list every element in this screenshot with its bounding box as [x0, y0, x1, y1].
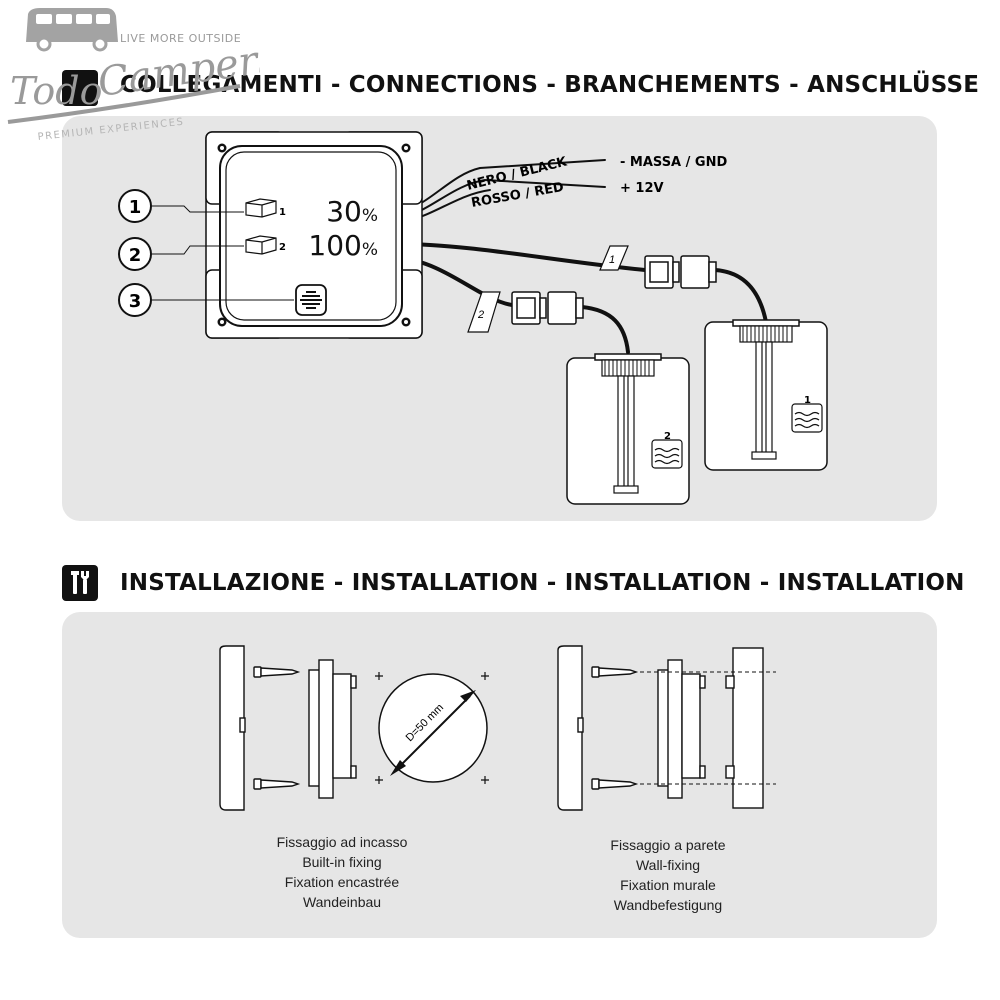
builtin-caption-it: Fissaggio ad incasso — [276, 834, 408, 850]
display-tank-2-label: 2 — [279, 242, 286, 253]
plug-icon — [62, 70, 98, 106]
cable-tag-2-label: 2 — [477, 309, 484, 321]
builtin-drawing — [219, 645, 357, 811]
menu-lines-icon — [300, 291, 322, 309]
tank-2-level: 100% — [308, 229, 378, 262]
wall-caption-en: Wall-fixing — [635, 857, 701, 873]
wall-screw-top — [591, 666, 639, 678]
connections-heading: COLLEGAMENTI - CONNECTIONS - BRANCHEMENT… — [120, 72, 980, 98]
connector-pair-1 — [644, 255, 717, 289]
callout-leaders — [152, 205, 294, 301]
tank-1-water-icon — [791, 403, 823, 433]
wall-drawing — [557, 645, 764, 811]
tank-1-level-unit: % — [362, 206, 378, 226]
callout-1: 1 — [118, 189, 152, 223]
display-tank-2-icon — [245, 235, 277, 255]
display-tank-1-label: 1 — [279, 207, 286, 218]
builtin-caption-fr: Fixation encastrée — [284, 874, 400, 890]
tank-2-level-unit: % — [362, 240, 378, 260]
tank-1-level: 30% — [326, 195, 378, 228]
screw-top — [253, 666, 301, 678]
callout-2: 2 — [118, 237, 152, 271]
tank-1: 1 — [704, 319, 828, 471]
brand-logo: LIVE MORE OUTSIDE Todo Campers PREMIUM E… — [7, 8, 260, 143]
tank-1-label: 1 — [804, 395, 811, 406]
wall-caption-de: Wandbefestigung — [613, 897, 723, 913]
wall-screw-bottom — [591, 778, 639, 790]
callout-3: 3 — [118, 283, 152, 317]
wall-caption-it: Fissaggio a parete — [610, 837, 726, 853]
callout-3-number: 3 — [129, 291, 142, 312]
wall-guide-lines — [640, 671, 776, 785]
tools-icon — [62, 565, 98, 601]
builtin-caption-de: Wandeinbau — [302, 894, 382, 910]
wall-caption-fr: Fixation murale — [620, 877, 716, 893]
tank-2-water-icon — [651, 439, 683, 469]
wall-caption: Fissaggio a parete Wall-fixing Fixation … — [558, 835, 778, 915]
installation-heading: INSTALLAZIONE - INSTALLATION - INSTALLAT… — [120, 570, 965, 596]
callout-2-number: 2 — [129, 245, 142, 266]
logo-tagline-bottom: PREMIUM EXPERIENCES — [37, 117, 185, 143]
cable-tag-2: 2 — [467, 291, 501, 333]
tank-2: 2 — [566, 353, 690, 505]
tank-2-label: 2 — [664, 431, 671, 442]
ground-label: - MASSA / GND — [620, 155, 727, 170]
logo-tagline-top: LIVE MORE OUTSIDE — [120, 32, 241, 45]
power-label: + 12V — [620, 181, 664, 196]
screw-bottom — [253, 778, 301, 790]
tank-1-level-value: 30 — [326, 195, 362, 228]
cable-tag-1-label: 1 — [609, 254, 615, 266]
connector-pair-2 — [511, 291, 584, 325]
callout-1-number: 1 — [129, 197, 142, 218]
hole-cutout — [375, 672, 489, 784]
cable-tag-1: 1 — [599, 245, 629, 271]
logo-brand-prefix: Todo — [10, 69, 102, 113]
installation-panel — [62, 612, 937, 938]
builtin-caption-en: Built-in fixing — [302, 854, 382, 870]
tank-2-level-value: 100 — [308, 229, 361, 262]
display-button[interactable] — [295, 284, 327, 316]
builtin-caption: Fissaggio ad incasso Built-in fixing Fix… — [232, 832, 452, 912]
display-tank-1-icon — [245, 198, 277, 218]
